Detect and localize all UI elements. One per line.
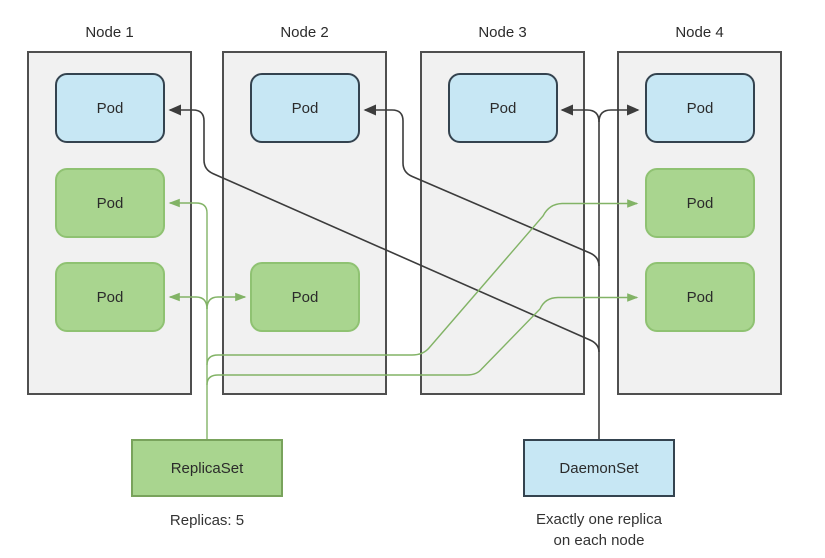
node-4-label: Node 4 bbox=[675, 24, 724, 41]
pod-box: Pod bbox=[645, 262, 755, 332]
node-2-box: Pod Pod bbox=[222, 51, 387, 395]
node-2-label: Node 2 bbox=[280, 24, 329, 41]
node-1-box: Pod Pod Pod bbox=[27, 51, 192, 395]
pod-box: Pod bbox=[448, 73, 558, 143]
replicaset-caption: Replicas: 5 bbox=[169, 512, 245, 529]
daemonset-caption-line-2: on each node bbox=[553, 532, 645, 549]
daemonset-caption-line-1: Exactly one replica bbox=[536, 511, 662, 528]
pod-box: Pod bbox=[250, 73, 360, 143]
node-3-box: Pod bbox=[420, 51, 585, 395]
node-1-label: Node 1 bbox=[85, 24, 134, 41]
pod-box: Pod bbox=[55, 262, 165, 332]
node-4-box: Pod Pod Pod bbox=[617, 51, 782, 395]
pod-box: Pod bbox=[250, 262, 360, 332]
node-3-label: Node 3 bbox=[478, 24, 527, 41]
pod-box: Pod bbox=[645, 73, 755, 143]
pod-box: Pod bbox=[55, 73, 165, 143]
pod-box: Pod bbox=[645, 168, 755, 238]
daemonset-box: DaemonSet bbox=[523, 439, 675, 497]
replicaset-box: ReplicaSet bbox=[131, 439, 283, 497]
pod-box: Pod bbox=[55, 168, 165, 238]
daemonset-caption: Exactly one replica on each node bbox=[503, 509, 695, 551]
